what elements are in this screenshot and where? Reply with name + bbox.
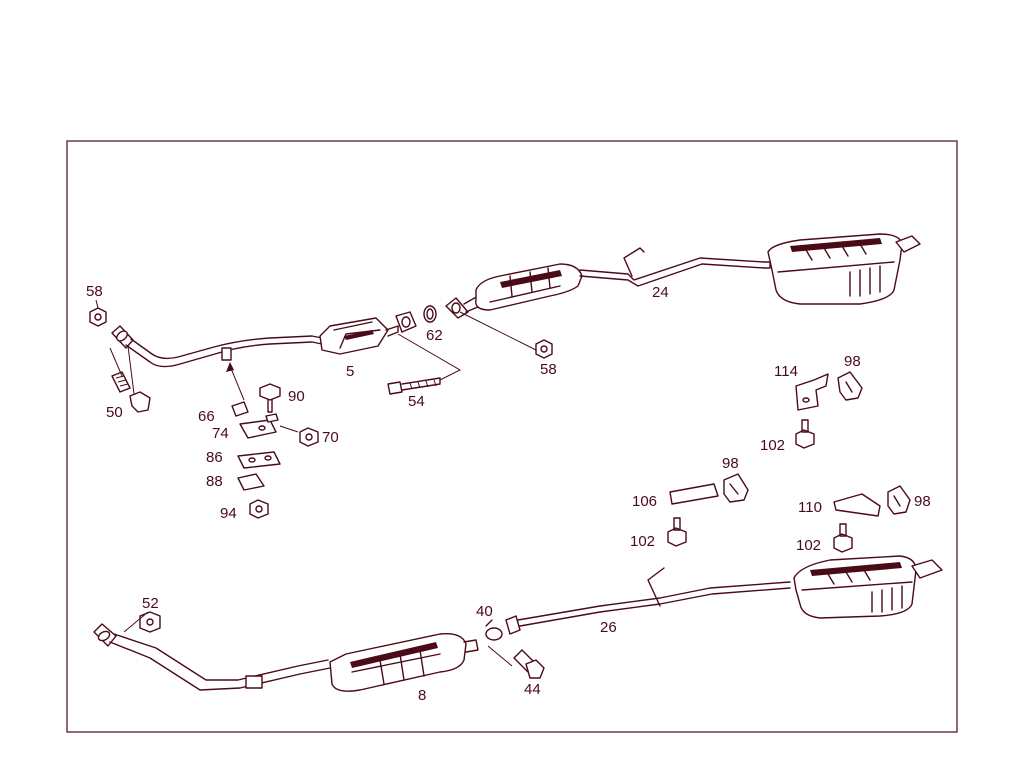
- label-44: 44: [524, 681, 541, 698]
- label-8: 8: [418, 687, 426, 704]
- label-102-a: 102: [760, 437, 785, 454]
- label-110: 110: [798, 499, 822, 516]
- front-pipe-lower[interactable]: [93, 623, 331, 691]
- label-106: 106: [632, 493, 657, 510]
- label-86: 86: [206, 449, 223, 466]
- part-labels: 58 50 66 74 86 88 94 90 70 5 54 62 58 24…: [86, 283, 931, 704]
- label-94: 94: [220, 505, 237, 522]
- bolt-102-c[interactable]: [833, 523, 853, 553]
- label-98-b: 98: [722, 455, 739, 472]
- rubber-mount-98-b[interactable]: [723, 473, 749, 503]
- label-90: 90: [288, 388, 305, 405]
- nut-70[interactable]: [299, 427, 319, 447]
- hex-nut-58-left[interactable]: [89, 307, 107, 327]
- hex-nut-58-upper[interactable]: [535, 339, 553, 359]
- bracket-106[interactable]: [669, 483, 719, 505]
- bolt-102-a[interactable]: [795, 419, 815, 449]
- diagram-frame: [66, 140, 958, 733]
- front-pipe-upper[interactable]: [111, 325, 323, 368]
- bracket-74[interactable]: [239, 413, 279, 439]
- nut-94[interactable]: [249, 499, 269, 519]
- label-102-b: 102: [630, 533, 655, 550]
- label-40: 40: [476, 603, 493, 620]
- label-24: 24: [652, 284, 669, 301]
- clamp-86[interactable]: [237, 451, 281, 469]
- label-50: 50: [106, 404, 123, 421]
- label-66: 66: [198, 408, 215, 425]
- label-62: 62: [426, 327, 443, 344]
- seal-ring-62[interactable]: [423, 305, 437, 323]
- leader-lines: [95, 299, 537, 667]
- bolt-90[interactable]: [259, 383, 281, 413]
- label-58-left: 58: [86, 283, 103, 300]
- clamp-88[interactable]: [237, 473, 265, 491]
- label-58-upper: 58: [540, 361, 557, 378]
- label-52: 52: [142, 595, 159, 612]
- bracket-110[interactable]: [833, 493, 881, 517]
- hex-nut-52[interactable]: [139, 611, 161, 633]
- label-114: 114: [774, 363, 798, 380]
- catalytic-converter[interactable]: [319, 311, 417, 355]
- label-74: 74: [212, 425, 229, 442]
- rubber-mount-98-c[interactable]: [887, 485, 911, 515]
- intermediate-pipe-lower[interactable]: [505, 567, 791, 635]
- clamp-bolt-54[interactable]: [387, 377, 441, 395]
- bracket-114[interactable]: [795, 373, 829, 411]
- rear-muffler-upper[interactable]: [763, 233, 921, 305]
- intermediate-pipe-upper[interactable]: [445, 247, 765, 319]
- rear-muffler-lower[interactable]: [793, 555, 943, 619]
- bolt-50[interactable]: [111, 371, 151, 413]
- label-70: 70: [322, 429, 339, 446]
- bolt-102-b[interactable]: [667, 517, 687, 547]
- label-98-c: 98: [914, 493, 931, 510]
- label-54: 54: [408, 393, 425, 410]
- rubber-mount-98-a[interactable]: [837, 371, 863, 401]
- label-26: 26: [600, 619, 617, 636]
- label-102-c: 102: [796, 537, 821, 554]
- label-88: 88: [206, 473, 223, 490]
- label-98-a: 98: [844, 353, 861, 370]
- clip-66[interactable]: [231, 401, 249, 417]
- bolt-44[interactable]: [513, 649, 545, 679]
- clamp-40[interactable]: [485, 619, 503, 641]
- label-5: 5: [346, 363, 354, 380]
- catalytic-converter-8[interactable]: [329, 633, 479, 692]
